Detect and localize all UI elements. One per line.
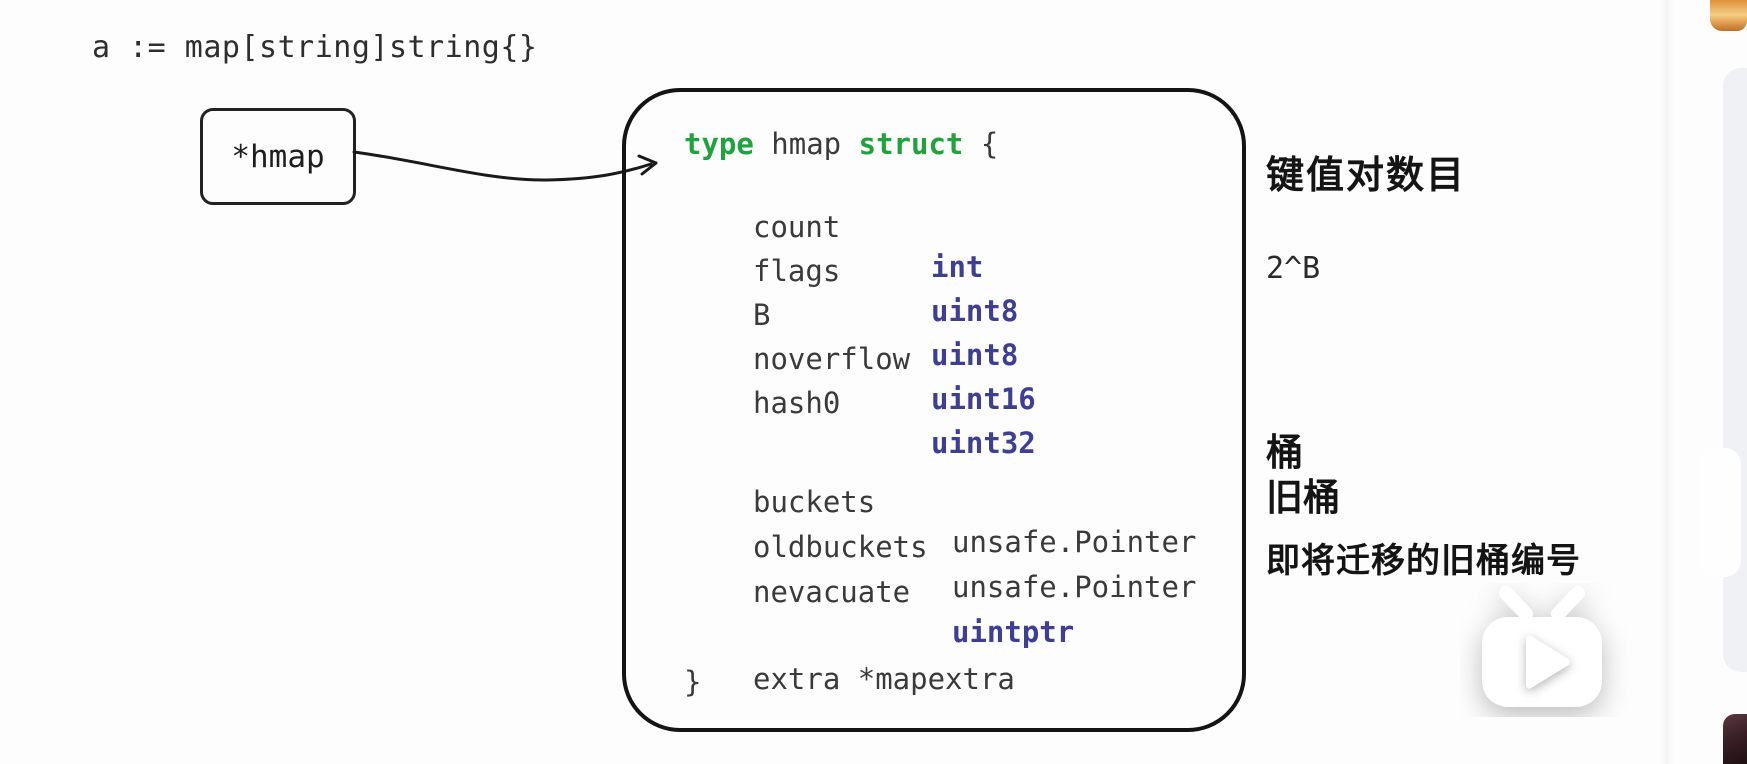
field-row-count: count int (753, 210, 984, 284)
hmap-pointer-box: *hmap (200, 108, 356, 205)
annotation-nevacuate: 即将迁移的旧桶编号 (1266, 541, 1581, 581)
sidebar-card-fragment (1723, 68, 1747, 672)
sidebar-thumbnail-fragment (1723, 714, 1747, 764)
field-row-extra: extra *mapextra (753, 662, 1015, 696)
struct-header-line: type hmap struct { (684, 124, 998, 164)
open-brace: { (963, 127, 999, 161)
page-edge-divider (1660, 0, 1676, 764)
annotation-buckets: 桶 (1266, 431, 1303, 474)
hmap-struct-box: type hmap struct { count int flags uint8… (622, 88, 1246, 732)
field-row-buckets: buckets unsafe.Pointer (753, 485, 1197, 559)
field-row-nevacuate: nevacuate uintptr (753, 575, 1075, 649)
close-brace: } (684, 665, 702, 699)
keyword-type: type (684, 127, 754, 161)
annotation-count: 键值对数目 (1266, 153, 1467, 197)
map-declaration-code: a := map[string]string{} (92, 30, 538, 65)
tv-play-logo-icon (1482, 586, 1602, 707)
field-row-flags: flags uint8 (753, 254, 1019, 328)
annotation-2-pow-B: 2^B (1266, 251, 1321, 286)
keyword-struct: struct (858, 127, 964, 161)
struct-name: hmap (753, 127, 859, 161)
field-row-oldbuckets: oldbuckets unsafe.Pointer (753, 530, 1197, 604)
sidebar-orange-banner-fragment (1710, 0, 1747, 31)
field-row-hash0: hash0 uint32 (753, 386, 1036, 460)
annotation-oldbuckets: 旧桶 (1266, 476, 1340, 519)
hmap-pointer-label: *hmap (231, 138, 325, 175)
field-row-B: B uint8 (753, 298, 1019, 372)
pointer-arrow (352, 150, 658, 182)
field-row-noverflow: noverflow uint16 (753, 342, 1036, 416)
sidebar-card-gap (1700, 448, 1741, 577)
